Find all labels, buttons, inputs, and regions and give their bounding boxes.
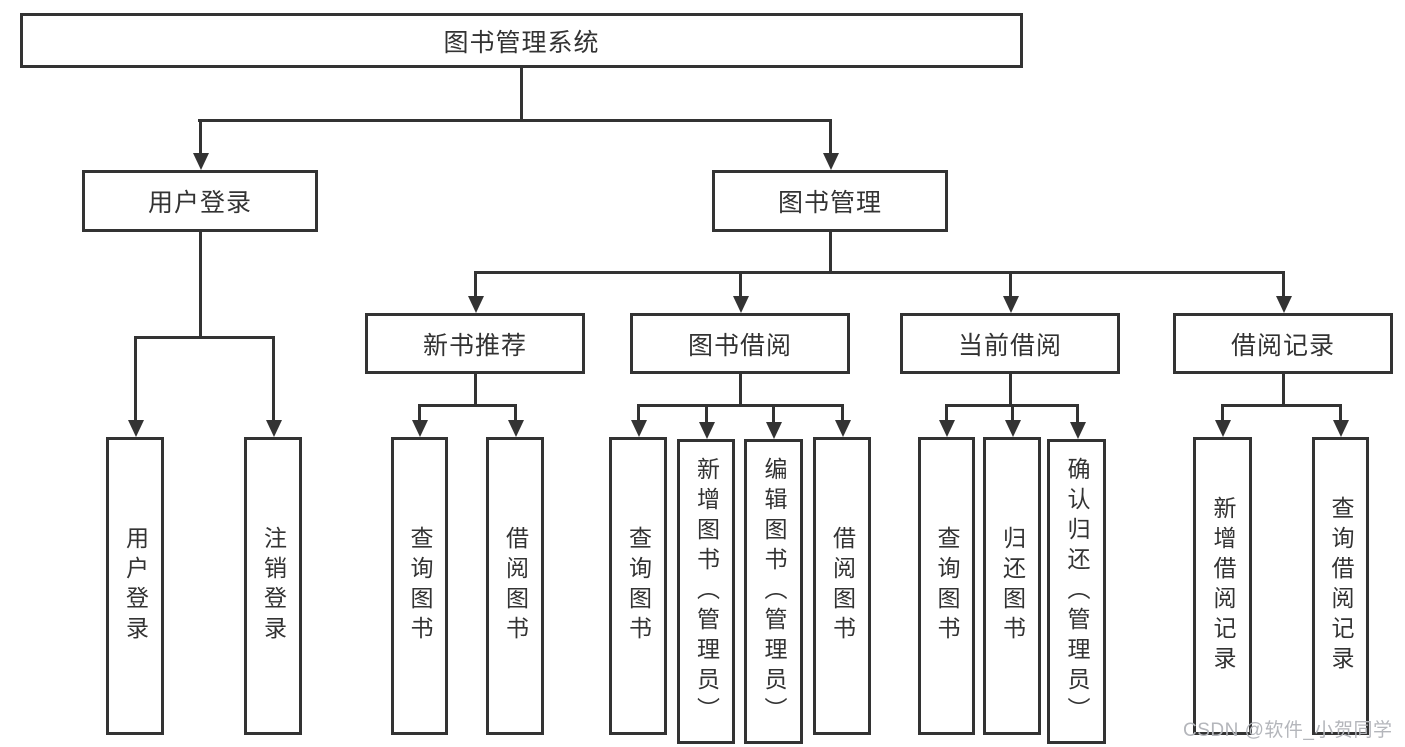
connector-arrow <box>1275 271 1292 313</box>
node-label: 借阅记录 <box>1230 331 1335 360</box>
connector-arrow <box>1069 404 1086 439</box>
connector-line <box>134 336 275 339</box>
leaf-label: 编辑图书（管理员） <box>761 456 787 727</box>
leaf-label: 注销登录 <box>260 526 287 646</box>
connector-line <box>198 119 832 122</box>
node-book-management: 图书管理 <box>712 170 948 232</box>
leaf-return-books: 归还图书 <box>983 437 1041 735</box>
connector-arrow <box>265 336 282 437</box>
connector-arrow <box>127 336 144 437</box>
node-user-login: 用户登录 <box>82 170 318 232</box>
connector-arrow <box>822 119 839 170</box>
connector-arrow <box>467 271 484 313</box>
connector-line <box>1282 374 1285 407</box>
connector-arrow <box>1004 404 1021 437</box>
connector-arrow <box>411 404 428 437</box>
leaf-borrow-books-recommend: 借阅图书 <box>486 437 544 735</box>
leaf-label: 借阅图书 <box>829 526 856 646</box>
connector-arrow <box>1332 404 1349 437</box>
connector-arrow <box>834 404 851 437</box>
leaf-user-login: 用户登录 <box>106 437 164 735</box>
leaf-confirm-return-admin: 确认归还（管理员） <box>1047 439 1106 744</box>
node-label: 图书管理 <box>777 189 882 217</box>
connector-arrow <box>698 404 715 439</box>
leaf-add-borrow-record: 新增借阅记录 <box>1193 437 1252 735</box>
connector-line <box>474 271 1285 274</box>
node-label: 图书借阅 <box>687 331 792 360</box>
leaf-logout: 注销登录 <box>244 437 302 735</box>
connector-arrow <box>630 404 647 437</box>
connector-line <box>739 374 742 407</box>
connector-line <box>1221 404 1342 407</box>
csdn-watermark: CSDN @软件_小贺同学 <box>1183 720 1393 741</box>
leaf-label: 确认归还（管理员） <box>1064 456 1090 727</box>
leaf-label: 借阅图书 <box>502 526 529 646</box>
connector-arrow <box>938 404 955 437</box>
leaf-query-books-recommend: 查询图书 <box>391 437 448 735</box>
connector-arrow <box>1214 404 1231 437</box>
node-label: 当前借阅 <box>957 331 1062 360</box>
leaf-query-books-current: 查询图书 <box>918 437 975 735</box>
connector-line <box>418 404 517 407</box>
leaf-query-books-borrowing: 查询图书 <box>609 437 667 735</box>
connector-arrow <box>192 119 209 170</box>
leaf-borrow-books: 借阅图书 <box>813 437 871 735</box>
connector-line <box>1009 374 1012 407</box>
connector-line <box>829 232 832 274</box>
leaf-label: 查询借阅记录 <box>1328 496 1354 676</box>
leaf-add-books-admin: 新增图书（管理员） <box>677 439 735 744</box>
node-label: 用户登录 <box>147 189 252 217</box>
leaf-label: 查询图书 <box>625 526 652 646</box>
connector-line <box>637 404 844 407</box>
leaf-label: 用户登录 <box>122 526 149 646</box>
node-label: 新书推荐 <box>422 331 527 360</box>
connector-arrow <box>507 404 524 437</box>
connector-line <box>199 232 202 339</box>
leaf-label: 新增图书（管理员） <box>693 456 720 727</box>
leaf-label: 查询图书 <box>934 526 960 646</box>
node-borrowing-records: 借阅记录 <box>1173 313 1393 374</box>
leaf-label: 查询图书 <box>407 526 433 646</box>
node-book-borrowing: 图书借阅 <box>630 313 850 374</box>
leaf-label: 归还图书 <box>999 526 1026 646</box>
leaf-query-borrow-record: 查询借阅记录 <box>1312 437 1369 735</box>
node-root-library-system: 图书管理系统 <box>20 13 1023 68</box>
connector-arrow <box>765 404 782 439</box>
connector-line <box>520 68 523 122</box>
leaf-edit-books-admin: 编辑图书（管理员） <box>744 439 803 744</box>
node-current-borrowing: 当前借阅 <box>900 313 1120 374</box>
leaf-label: 新增借阅记录 <box>1210 496 1236 676</box>
node-new-book-recommend: 新书推荐 <box>365 313 585 374</box>
connector-line <box>474 374 477 407</box>
connector-arrow <box>732 271 749 313</box>
node-label: 图书管理系统 <box>443 28 600 57</box>
connector-arrow <box>1002 271 1019 313</box>
